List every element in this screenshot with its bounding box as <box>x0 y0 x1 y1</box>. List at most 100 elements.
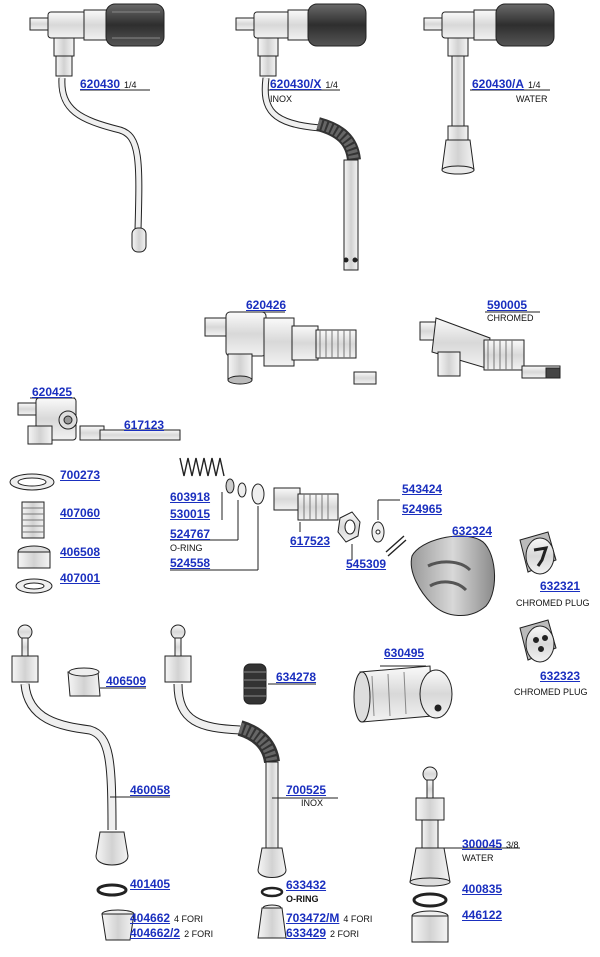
part-code[interactable]: 620430/A <box>472 77 525 91</box>
steam-wand-700525-illustration <box>164 624 287 878</box>
part-code[interactable]: 300045 <box>462 837 503 851</box>
part-code[interactable]: 620426 <box>246 298 287 312</box>
part-code[interactable]: 524965 <box>402 502 443 516</box>
nipple-617523-illustration <box>273 487 339 521</box>
tip-703472m-illustration <box>257 904 287 939</box>
plug-632321-illustration <box>519 531 557 575</box>
nut-545309-illustration <box>337 511 361 543</box>
part-633432[interactable]: 633432 <box>286 878 326 892</box>
part-code[interactable]: 407060 <box>60 506 101 520</box>
part-code[interactable]: 545309 <box>346 557 387 571</box>
part-703472m[interactable]: 703472/M 4 FORI <box>286 911 372 925</box>
cup-406508-illustration <box>17 545 51 569</box>
part-590005[interactable]: 590005 <box>487 298 527 312</box>
oring-401405-illustration <box>96 883 128 897</box>
part-620426[interactable]: 620426 <box>246 298 286 312</box>
part-code[interactable]: 543424 <box>402 482 443 496</box>
part-code[interactable]: 524767 <box>170 527 211 541</box>
part-634278[interactable]: 634278 <box>276 670 316 684</box>
part-code[interactable]: 633429 <box>286 926 327 940</box>
hose-634278-illustration <box>243 663 267 705</box>
part-4046622[interactable]: 404662/2 2 FORI <box>130 926 213 940</box>
part-code[interactable]: 460058 <box>130 783 171 797</box>
washers-530015-524767-illustration <box>225 478 265 505</box>
part-620430a[interactable]: 620430/A 1/4 <box>472 77 541 91</box>
steam-wand-460058-illustration <box>11 624 129 866</box>
part-404662[interactable]: 404662 4 FORI <box>130 911 203 925</box>
part-code[interactable]: 524558 <box>170 556 211 570</box>
part-code[interactable]: 634278 <box>276 670 317 684</box>
part-code[interactable]: 700273 <box>60 468 101 482</box>
part-code[interactable]: 446122 <box>462 908 503 922</box>
shaft-617123-illustration <box>79 425 181 441</box>
oring-633432-illustration <box>260 886 284 898</box>
part-code[interactable]: 620430 <box>80 77 121 91</box>
part-code[interactable]: 603918 <box>170 490 211 504</box>
part-code[interactable]: 406509 <box>106 674 147 688</box>
part-code[interactable]: 633432 <box>286 878 327 892</box>
part-code[interactable]: 530015 <box>170 507 211 521</box>
part-code[interactable]: 632321 <box>540 579 581 593</box>
part-632321[interactable]: 632321 <box>540 579 580 593</box>
part-603918[interactable]: 603918 <box>170 490 210 504</box>
part-524965[interactable]: 524965 <box>402 502 442 516</box>
part-700525[interactable]: 700525 <box>286 783 326 797</box>
part-460058[interactable]: 460058 <box>130 783 170 797</box>
water-wand-300045-illustration <box>409 766 451 887</box>
part-code[interactable]: 400835 <box>462 882 503 896</box>
part-406508[interactable]: 406508 <box>60 545 100 559</box>
part-code[interactable]: 404662/2 <box>130 926 181 940</box>
part-size: 1/4 <box>325 80 338 90</box>
part-code[interactable]: 620425 <box>32 385 73 399</box>
part-size: 2 FORI <box>330 929 360 939</box>
part-size: 1/4 <box>124 80 137 90</box>
part-code[interactable]: 700525 <box>286 783 327 797</box>
part-620430[interactable]: 620430 1/4 <box>80 77 137 91</box>
part-700273[interactable]: 700273 <box>60 468 100 482</box>
part-620430x[interactable]: 620430/X 1/4 <box>270 77 338 91</box>
part-543424[interactable]: 543424 <box>402 482 442 496</box>
part-code[interactable]: 632324 <box>452 524 493 538</box>
part-code[interactable]: 620430/X <box>270 77 322 91</box>
gasket-407001-illustration <box>15 578 53 594</box>
part-code[interactable]: 401405 <box>130 877 171 891</box>
steam-valve-620430-illustration <box>29 3 165 253</box>
part-code[interactable]: 590005 <box>487 298 528 312</box>
part-401405[interactable]: 401405 <box>130 877 170 891</box>
part-620425[interactable]: 620425 <box>32 385 72 399</box>
part-code[interactable]: 406508 <box>60 545 101 559</box>
tip-404662-illustration <box>101 909 135 941</box>
part-524767[interactable]: 524767 <box>170 527 210 541</box>
part-406509[interactable]: 406509 <box>106 674 146 688</box>
part-size: 4 FORI <box>174 914 204 924</box>
part-code[interactable]: 407001 <box>60 571 101 585</box>
part-630495[interactable]: 630495 <box>384 646 424 660</box>
pin-524965-illustration <box>385 535 407 557</box>
part-code[interactable]: 404662 <box>130 911 171 925</box>
part-code[interactable]: 617523 <box>290 534 331 548</box>
part-code[interactable]: 630495 <box>384 646 425 660</box>
part-code[interactable]: 617123 <box>124 418 165 432</box>
water-valve-620430a-illustration <box>423 3 555 175</box>
part-code[interactable]: 703472/M <box>286 911 340 925</box>
fitting-620425-illustration <box>17 397 78 445</box>
part-632323[interactable]: 632323 <box>540 669 580 683</box>
part-530015[interactable]: 530015 <box>170 507 210 521</box>
part-300045[interactable]: 300045 3/8 <box>462 837 519 851</box>
part-633429[interactable]: 633429 2 FORI <box>286 926 359 940</box>
part-446122[interactable]: 446122 <box>462 908 502 922</box>
spring-603918-illustration <box>179 457 225 477</box>
part-632324[interactable]: 632324 <box>452 524 492 538</box>
part-400835[interactable]: 400835 <box>462 882 502 896</box>
part-407060[interactable]: 407060 <box>60 506 100 520</box>
oring-400835-illustration <box>412 892 448 908</box>
part-note: WATER <box>462 853 494 863</box>
part-code[interactable]: 632323 <box>540 669 581 683</box>
part-545309[interactable]: 545309 <box>346 557 386 571</box>
valve-body-590005-illustration <box>419 317 561 379</box>
part-617523[interactable]: 617523 <box>290 534 330 548</box>
part-617123[interactable]: 617123 <box>124 418 164 432</box>
part-note: WATER <box>516 94 548 104</box>
part-524558[interactable]: 524558 <box>170 556 210 570</box>
part-407001[interactable]: 407001 <box>60 571 100 585</box>
